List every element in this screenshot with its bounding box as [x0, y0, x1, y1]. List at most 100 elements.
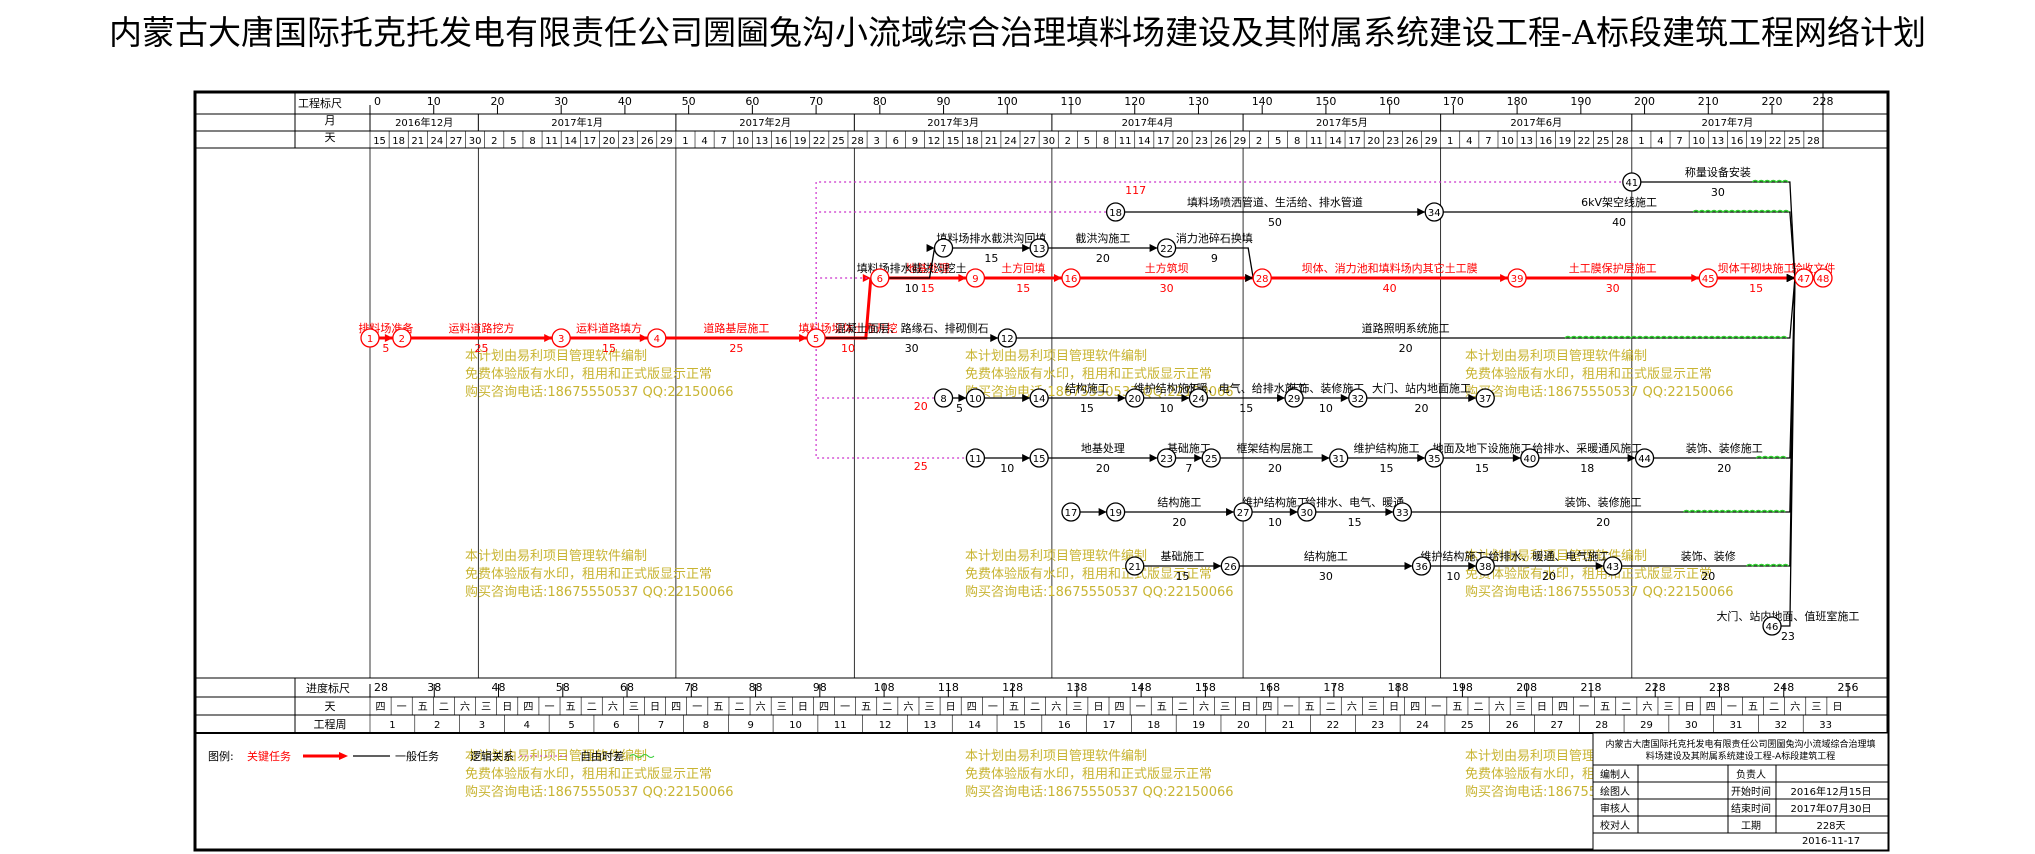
scale-tick-label: 200 — [1634, 95, 1655, 108]
virtual-label: 117 — [1125, 184, 1146, 197]
weekday-cell: 一 — [1283, 702, 1293, 713]
day-label: 天 — [325, 131, 336, 144]
weekday-cell: 五 — [1748, 702, 1758, 713]
node-circle — [933, 238, 954, 258]
week-cell: 22 — [1327, 720, 1340, 731]
node-circle — [1061, 268, 1081, 288]
task-duration: 40 — [1383, 282, 1397, 295]
scale-tick-label: 30 — [554, 95, 568, 108]
task-name: 6kV架空线施工 — [1581, 195, 1657, 209]
month-label-cell: 2017年6月 — [1510, 116, 1562, 129]
weekday-cell: 六 — [1495, 701, 1505, 713]
day-cell: 20 — [1176, 136, 1189, 147]
node-circle — [1220, 556, 1240, 576]
weekday-cell: 六 — [1199, 701, 1209, 713]
task-name: 大门、站内地面、值班室施工 — [1716, 609, 1859, 623]
node-id: 7 — [940, 244, 946, 255]
arrow-head — [1181, 394, 1190, 402]
week-cell: 1 — [389, 720, 395, 731]
arrow-head — [1022, 244, 1031, 252]
title-block-date: 2016-11-17 — [1802, 836, 1860, 847]
progress-tick-label: 188 — [1388, 681, 1409, 694]
task-duration: 20 — [1717, 462, 1731, 475]
day-cell: 26 — [641, 136, 654, 147]
day-cell: 27 — [1023, 136, 1036, 147]
day-cell: 16 — [1539, 136, 1552, 147]
progress-tick-label: 248 — [1773, 681, 1794, 694]
node-id: 33 — [1396, 508, 1409, 519]
task-name: 装饰、装修 — [1681, 549, 1736, 563]
watermark-text: 免费体验版有水印，租用和正式版显示正常 — [965, 766, 1212, 782]
title-block-value: 2016年12月15日 — [1791, 785, 1872, 798]
scale-tick-label: 180 — [1507, 95, 1528, 108]
node-id: 28 — [1256, 274, 1269, 285]
arrow-head — [799, 334, 808, 342]
title-block-key: 编制人 — [1600, 768, 1630, 781]
scale-tick-label: 10 — [427, 95, 441, 108]
task-name: 运料道路挖方 — [449, 321, 515, 335]
node-circle — [1061, 502, 1081, 522]
virtual-label: 20 — [914, 400, 928, 413]
node-circle — [1813, 268, 1833, 288]
arrow-head — [1468, 394, 1477, 402]
node-circle — [1634, 448, 1655, 468]
task-name: 土工膜保护层施工 — [1569, 261, 1657, 275]
task-duration: 15 — [1080, 402, 1094, 415]
weekday-cell: 五 — [713, 702, 723, 713]
task-duration: 9 — [1211, 252, 1218, 265]
weekday-cell: 四 — [1706, 702, 1716, 713]
title-block-key: 工期 — [1741, 820, 1761, 832]
watermark-text: 免费体验版有水印，租用和正式版显示正常 — [1465, 366, 1712, 382]
day-cell: 14 — [1138, 136, 1151, 147]
watermark-text: 本计划由易利项目管理软件编制 — [965, 549, 1147, 564]
day-cell: 5 — [1084, 136, 1090, 147]
task-duration: 15 — [921, 282, 935, 295]
week-cell: 2 — [434, 720, 440, 731]
weekday-cell: 一 — [397, 702, 407, 713]
node-id: 10 — [969, 394, 982, 405]
week-cell: 11 — [834, 720, 847, 731]
task-duration: 15 — [1239, 402, 1253, 415]
scale-tick-label: 80 — [873, 95, 887, 108]
day-cell: 18 — [392, 136, 405, 147]
day-cell: 10 — [736, 136, 749, 147]
arrow-head — [1022, 394, 1031, 402]
week-cell: 4 — [524, 720, 530, 731]
week-cell: 6 — [613, 720, 619, 731]
day-cell: 25 — [832, 136, 845, 147]
progress-tick-label: 158 — [1195, 681, 1216, 694]
day-cell: 14 — [1329, 136, 1342, 147]
watermark-text: 免费体验版有水印，租用和正式版显示正常 — [465, 566, 712, 582]
day-cell: 4 — [1657, 136, 1663, 147]
task-duration: 10 — [1160, 402, 1174, 415]
node-circle — [1411, 556, 1432, 576]
week-cell: 3 — [479, 720, 485, 731]
progress-tick-label: 148 — [1131, 681, 1152, 694]
node-id: 4 — [654, 334, 660, 345]
node-circle — [1105, 502, 1126, 522]
weekday-cell: 三 — [1220, 702, 1230, 713]
task-duration: 10 — [1319, 402, 1333, 415]
arrow-head — [1627, 454, 1636, 462]
week-cell: 29 — [1640, 720, 1653, 731]
scale-tick-label: 120 — [1124, 95, 1145, 108]
day-cell: 22 — [813, 136, 826, 147]
node-id: 45 — [1702, 274, 1715, 285]
node-circle — [1233, 502, 1253, 522]
scale-tick-label: 20 — [490, 95, 504, 108]
month-label-cell: 2016年12月 — [395, 116, 453, 129]
arrow-head — [1149, 454, 1158, 462]
arrow-head — [1500, 274, 1509, 282]
week-cell: 27 — [1551, 720, 1564, 731]
task-duration: 20 — [1172, 516, 1186, 529]
task-name: 填料场排水截洪沟回填 — [936, 231, 1046, 245]
title-block-key: 审核人 — [1600, 802, 1630, 815]
progress-tick-label: 128 — [1002, 681, 1023, 694]
node-id: 29 — [1288, 394, 1301, 405]
weekday-cell: 一 — [544, 702, 554, 713]
day-cell: 18 — [966, 136, 979, 147]
weekday-cell: 二 — [1621, 702, 1631, 713]
week-label: 工程周 — [314, 718, 347, 731]
day-cell: 27 — [450, 136, 463, 147]
node-circle — [1188, 388, 1209, 408]
